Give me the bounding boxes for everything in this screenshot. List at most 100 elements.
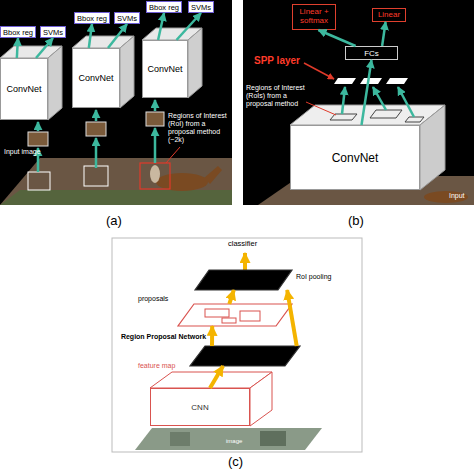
convnet-cube: ConvNet [142, 40, 188, 98]
roi-box [370, 110, 402, 118]
photo-horse [424, 191, 468, 203]
plane-outline [195, 270, 292, 290]
cube-side [250, 372, 272, 426]
flow-arrow [398, 87, 414, 117]
node-text: RoI pooling [296, 273, 331, 280]
node-text: ConvNet [6, 84, 41, 94]
spp-cell [334, 78, 356, 84]
leader-line [306, 102, 336, 115]
photo-horse [204, 166, 222, 184]
flow-arrow [37, 122, 40, 131]
warped-region [146, 112, 164, 126]
proposal-box [222, 318, 236, 323]
roi-box [330, 114, 357, 120]
flow-arrow [318, 30, 355, 46]
spp-cell [386, 78, 408, 84]
proposal-box [240, 311, 260, 321]
node-text: Linear + softmax [293, 8, 335, 26]
warped-region [86, 122, 106, 136]
flow-arrow [362, 60, 372, 125]
cnn-cube: CNN [150, 388, 250, 426]
annotation-text: Input [449, 192, 465, 200]
head-box: Bbox reg [0, 26, 36, 38]
cube-side [188, 28, 202, 98]
flow-arrow [36, 38, 53, 58]
flow-arrow [243, 253, 247, 270]
convnet-cube: ConvNet [0, 58, 48, 120]
flow-arrow [108, 24, 127, 48]
output-box: Linear + softmax [292, 4, 336, 30]
warped-region [28, 132, 48, 146]
flow-arrow [382, 22, 386, 46]
leader-line [166, 147, 180, 163]
panel-caption: (c) [228, 455, 243, 470]
node-text: FCs [364, 49, 379, 58]
panel-caption: (b) [348, 214, 364, 229]
photo-grass [0, 190, 232, 205]
plane-shape [178, 304, 292, 326]
cube-top [290, 105, 445, 125]
panel-background [112, 238, 362, 452]
flow-arrow [210, 366, 223, 388]
photo-building [170, 432, 190, 446]
cube-side [120, 36, 134, 108]
annotation-text: Input image [4, 148, 41, 156]
output-box: Linear [372, 8, 406, 22]
annotation-text: image [226, 438, 242, 445]
flow-arrow [154, 128, 157, 163]
plane-outline [178, 304, 292, 326]
input-photo [135, 428, 322, 450]
node-text: ConvNet [332, 151, 379, 165]
flow-arrow [158, 13, 164, 40]
flow-arrow [210, 326, 214, 346]
feature-plane: proposals [178, 304, 292, 326]
node-text: CNN [191, 403, 208, 412]
annotation-text: Regions of Interest (RoI) from a proposa… [168, 112, 232, 144]
leader-arrow [304, 63, 334, 79]
node-text: proposals [138, 295, 168, 302]
feature-plane: RoI pooling [195, 270, 292, 290]
annotation-text: Regions of Interest (RoIs) from a propos… [246, 84, 308, 108]
flow-arrow [89, 24, 92, 48]
roi-box [140, 163, 170, 189]
node-text: ConvNet [147, 64, 182, 74]
fc-box: FCs [345, 46, 398, 60]
input-photo [0, 158, 232, 205]
node-text: ConvNet [78, 73, 113, 83]
annotation-text: SPP layer [254, 55, 300, 67]
panel-caption: (a) [106, 214, 122, 229]
flow-arrow [17, 38, 18, 58]
head-box: SVMs [114, 12, 140, 24]
plane-shape [195, 270, 292, 290]
flow-arrow [177, 13, 202, 40]
head-box: SVMs [188, 1, 214, 13]
node-text: Bbox reg [149, 3, 179, 12]
flow-arrow [373, 87, 386, 110]
node-text: SVMs [191, 3, 211, 12]
plane-outline [190, 346, 300, 366]
photo-person [150, 165, 160, 183]
photo-building [260, 431, 286, 446]
feature-plane: feature map [190, 346, 300, 366]
head-box: SVMs [40, 26, 66, 38]
node-text: SVMs [117, 14, 137, 23]
roi-box [28, 172, 50, 190]
edge-label: Region Proposal Network [121, 333, 206, 340]
head-box: Bbox reg [146, 1, 182, 13]
flow-arrow [154, 100, 157, 111]
convnet-cube: ConvNet [290, 125, 420, 190]
convnet-cube: ConvNet [72, 48, 120, 108]
spp-cell [360, 78, 382, 84]
flow-arrow [342, 87, 345, 114]
flow-arrow [287, 290, 297, 346]
panel-background [0, 0, 232, 205]
node-text: Bbox reg [3, 28, 33, 37]
cube-side [48, 46, 62, 120]
panel-background [243, 0, 474, 205]
flow-arrow [229, 290, 234, 304]
proposal-box [205, 309, 229, 317]
roi-box [405, 117, 424, 122]
node-text: SVMs [43, 28, 63, 37]
flow-arrow [95, 110, 98, 121]
